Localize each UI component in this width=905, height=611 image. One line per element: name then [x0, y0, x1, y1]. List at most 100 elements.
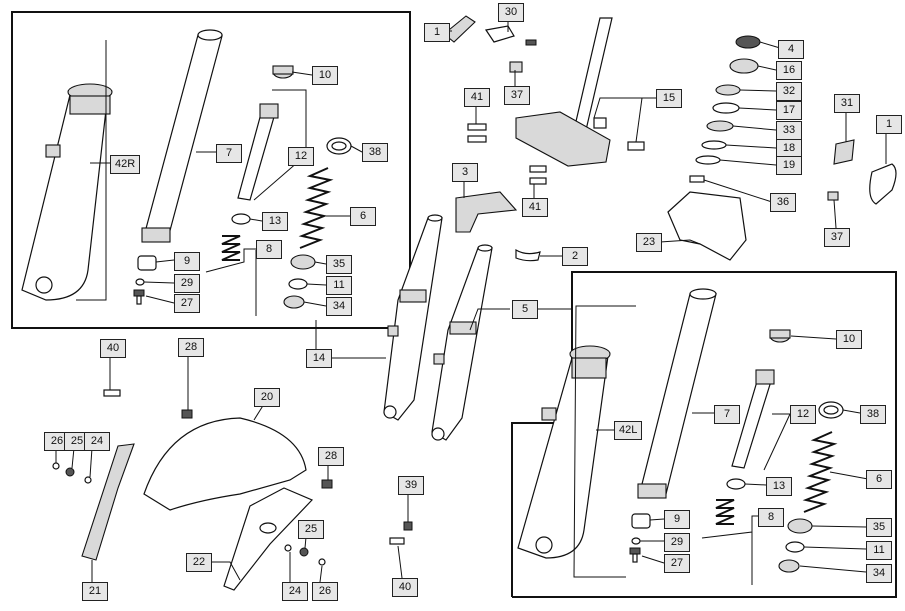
spring-6b [802, 431, 838, 513]
callout-37: 37 [824, 228, 850, 247]
callout-28: 28 [318, 447, 344, 466]
callout-24: 24 [282, 582, 308, 601]
ring-16 [729, 58, 759, 74]
callout-1: 1 [424, 23, 450, 42]
bolt-27a [133, 289, 145, 305]
callout-35: 35 [326, 255, 352, 274]
bracket-23 [667, 191, 747, 261]
callout-11: 11 [866, 541, 892, 560]
bracket-30 [484, 25, 537, 46]
callout-15: 15 [656, 89, 682, 108]
bolt-28b [321, 479, 333, 489]
callout-13: 13 [262, 212, 288, 231]
bolt-28a [181, 409, 193, 419]
bolt-39 [403, 521, 413, 531]
seal-38b [818, 401, 844, 419]
bolt-27b [629, 547, 641, 563]
callout-7: 7 [714, 405, 740, 424]
bolt-40b [389, 537, 405, 545]
leader-lines [55, 21, 887, 585]
callout-5: 5 [512, 300, 538, 319]
callout-37: 37 [504, 86, 530, 105]
callout-41: 41 [522, 198, 548, 217]
guard-21 [81, 443, 135, 561]
fasteners-25-24-26 [284, 544, 326, 566]
callout-36: 36 [770, 193, 796, 212]
callout-34: 34 [326, 297, 352, 316]
fasteners-26-25-24 [52, 462, 92, 484]
callout-2: 2 [562, 247, 588, 266]
steering-stem-15 [515, 17, 645, 167]
bearing-32 [715, 84, 741, 96]
outer-tube-42l [517, 345, 611, 559]
callout-20: 20 [254, 388, 280, 407]
callout-19: 19 [776, 156, 802, 175]
callout-21: 21 [82, 582, 108, 601]
spring-8b [715, 499, 735, 525]
seal-19 [695, 155, 721, 165]
callout-23: 23 [636, 233, 662, 252]
ring-34a [283, 295, 305, 309]
callout-42l: 42L [614, 421, 643, 440]
cap-1b [869, 163, 897, 205]
callout-13: 13 [766, 477, 792, 496]
callout-25: 25 [64, 432, 90, 451]
callout-22: 22 [186, 553, 212, 572]
callout-8: 8 [758, 508, 784, 527]
callout-9: 9 [664, 510, 690, 529]
race-18 [701, 140, 727, 150]
callout-42r: 42R [110, 155, 141, 174]
pad-31 [833, 139, 855, 165]
callout-8: 8 [256, 240, 282, 259]
callout-12: 12 [790, 405, 816, 424]
clip-37b [827, 191, 839, 201]
callout-14: 14 [306, 349, 332, 368]
piece-9b [631, 513, 651, 529]
callout-24: 24 [84, 432, 110, 451]
callout-11: 11 [326, 276, 352, 295]
washer-13a [231, 213, 251, 225]
callout-26: 26 [312, 582, 338, 601]
fork-assembly-14 [383, 214, 443, 421]
callout-25: 25 [298, 520, 324, 539]
rear-fender-22 [223, 487, 314, 591]
callout-35: 35 [866, 518, 892, 537]
callout-9: 9 [174, 252, 200, 271]
bolts-41a [467, 123, 487, 143]
callout-40: 40 [392, 578, 418, 597]
ring-35b [787, 518, 813, 534]
right-fork-group-frame [11, 11, 411, 329]
cap-10b [769, 329, 791, 343]
cap-10a [272, 65, 294, 79]
piece-9a [137, 255, 157, 271]
left-fork-group-frame [511, 271, 897, 598]
callout-6: 6 [866, 470, 892, 489]
callout-39: 39 [398, 476, 424, 495]
callout-12: 12 [288, 147, 314, 166]
seal-38a [326, 137, 352, 155]
callout-18: 18 [776, 139, 802, 158]
callout-10: 10 [312, 66, 338, 85]
ring-35a [290, 254, 316, 270]
clip-37a [509, 61, 523, 73]
bolt-40a [103, 389, 121, 397]
spring-6a [298, 167, 334, 249]
oring-29a [135, 278, 145, 286]
callout-6: 6 [350, 207, 376, 226]
callout-27: 27 [174, 294, 200, 313]
callout-26: 26 [44, 432, 70, 451]
callout-31: 31 [834, 94, 860, 113]
washer-13b [726, 478, 746, 490]
bolts-41b [529, 165, 547, 185]
damper-rod-12a [237, 103, 279, 201]
nut-4 [735, 35, 761, 49]
callout-38: 38 [860, 405, 886, 424]
clip-2 [515, 248, 541, 262]
bearing-33 [706, 120, 734, 132]
callout-28: 28 [178, 338, 204, 357]
callout-29: 29 [174, 274, 200, 293]
callout-17: 17 [776, 101, 802, 120]
callout-41: 41 [464, 88, 490, 107]
